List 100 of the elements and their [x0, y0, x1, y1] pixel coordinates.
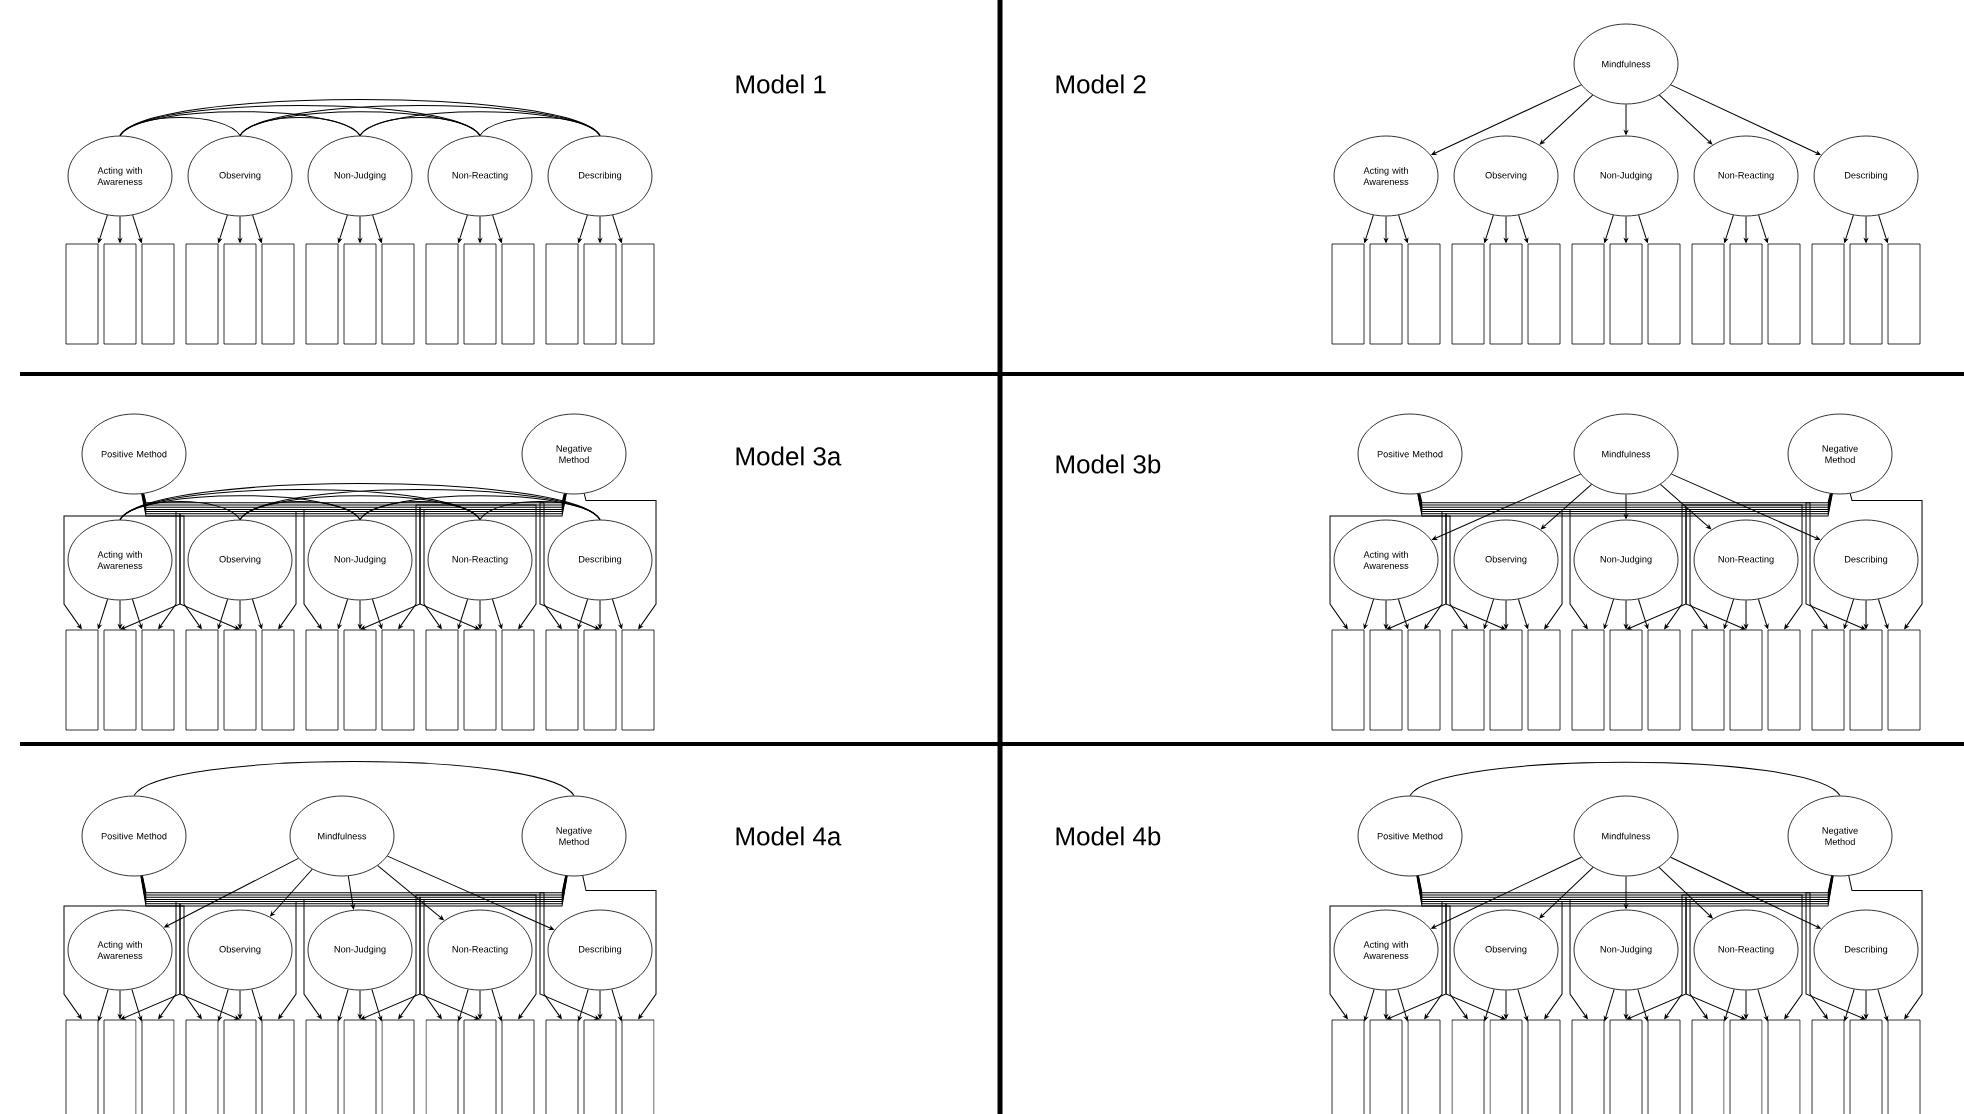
indicator-box	[463, 1019, 497, 1114]
arrow	[1658, 866, 1713, 919]
indicator-box	[1489, 243, 1523, 345]
indicator-box	[583, 629, 617, 731]
arrow	[1744, 989, 1748, 1019]
arrow	[238, 989, 242, 1019]
arrow	[131, 598, 143, 629]
curved-line	[119, 495, 361, 521]
indicator-box	[621, 629, 655, 731]
arrow	[1723, 214, 1734, 243]
arrow	[478, 599, 482, 629]
arrow	[1603, 598, 1615, 629]
indicator-box	[545, 243, 579, 345]
indicator-box	[425, 1019, 459, 1114]
indicator-box	[103, 629, 137, 731]
indicator-box	[1767, 243, 1801, 345]
arrow	[539, 493, 600, 630]
arrow	[1569, 493, 1832, 630]
arrow	[347, 875, 355, 910]
arrow	[1864, 989, 1868, 1019]
indicator-box	[463, 243, 497, 345]
indicator-box	[583, 243, 617, 345]
indicator-box	[501, 243, 535, 345]
arrow	[1624, 875, 1628, 909]
arrow	[1660, 483, 1712, 530]
arrow	[97, 214, 108, 243]
arrow	[582, 875, 657, 1020]
indicator-box	[1729, 243, 1763, 345]
arrow	[140, 875, 240, 1020]
arrow	[1517, 988, 1529, 1021]
indicator-box	[1849, 243, 1883, 345]
curved-line	[479, 117, 601, 137]
indicator-box	[1811, 243, 1845, 345]
arrow	[1384, 989, 1388, 1019]
indicator-box	[1489, 629, 1523, 731]
arrow	[398, 493, 566, 630]
curved-line	[239, 117, 361, 137]
indicator-box	[501, 1019, 535, 1114]
indicator-box	[1407, 1019, 1441, 1114]
arrow	[1518, 214, 1529, 243]
indicator-box	[1849, 1019, 1883, 1114]
arrow	[1624, 599, 1628, 629]
arrow	[1637, 988, 1649, 1021]
indicator-box	[343, 1019, 377, 1114]
indicator-box	[1331, 243, 1365, 345]
indicator-box	[621, 1019, 655, 1114]
arrow	[1483, 988, 1495, 1021]
curved-line	[359, 117, 481, 137]
arrow	[1864, 599, 1868, 629]
indicator-box	[1691, 1019, 1725, 1114]
indicator-box	[305, 629, 339, 731]
arrow	[251, 598, 263, 629]
arrow	[360, 493, 566, 630]
arrow	[1624, 493, 1628, 519]
arrow	[1417, 493, 1506, 630]
arrow	[238, 215, 242, 243]
curved-line	[479, 501, 601, 521]
arrow	[1848, 875, 1923, 1020]
indicator-box	[1331, 1019, 1365, 1114]
arrow	[386, 855, 554, 930]
arrow	[371, 598, 383, 629]
arrow	[270, 868, 313, 917]
arrow	[1483, 598, 1495, 629]
arrow	[140, 875, 202, 1020]
arrow	[217, 214, 228, 243]
arrow	[1603, 988, 1615, 1021]
arrow	[1757, 988, 1769, 1021]
indicator-box	[185, 629, 219, 731]
arrow	[492, 214, 503, 243]
arrow	[1626, 493, 1832, 630]
arrow	[1744, 215, 1748, 243]
arrow	[478, 989, 482, 1019]
indicator-box	[425, 629, 459, 731]
indicator-box	[1647, 243, 1681, 345]
arrow	[1431, 84, 1582, 156]
arrow	[141, 493, 240, 630]
arrow	[1805, 493, 1866, 630]
arrow	[1417, 493, 1468, 630]
indicator-box	[1451, 1019, 1485, 1114]
arrow	[303, 875, 567, 1020]
indicator-box	[1527, 629, 1561, 731]
arrow	[164, 857, 299, 928]
indicator-box	[1527, 243, 1561, 345]
indicator-box	[65, 629, 99, 731]
indicator-box	[1729, 629, 1763, 731]
indicator-box	[305, 243, 339, 345]
indicator-box	[103, 1019, 137, 1114]
indicator-box	[1609, 243, 1643, 345]
indicator-box	[381, 243, 415, 345]
arrow	[1877, 598, 1889, 629]
arrow	[217, 598, 229, 629]
arrow	[1539, 94, 1594, 145]
arrow	[1539, 866, 1594, 919]
arrow	[1758, 214, 1769, 243]
arrow	[1849, 493, 1923, 630]
arrow	[251, 988, 263, 1021]
panel-title: Model 2	[1056, 74, 1146, 94]
arrow	[598, 989, 602, 1019]
arrow	[457, 214, 468, 243]
arrow	[372, 214, 383, 243]
